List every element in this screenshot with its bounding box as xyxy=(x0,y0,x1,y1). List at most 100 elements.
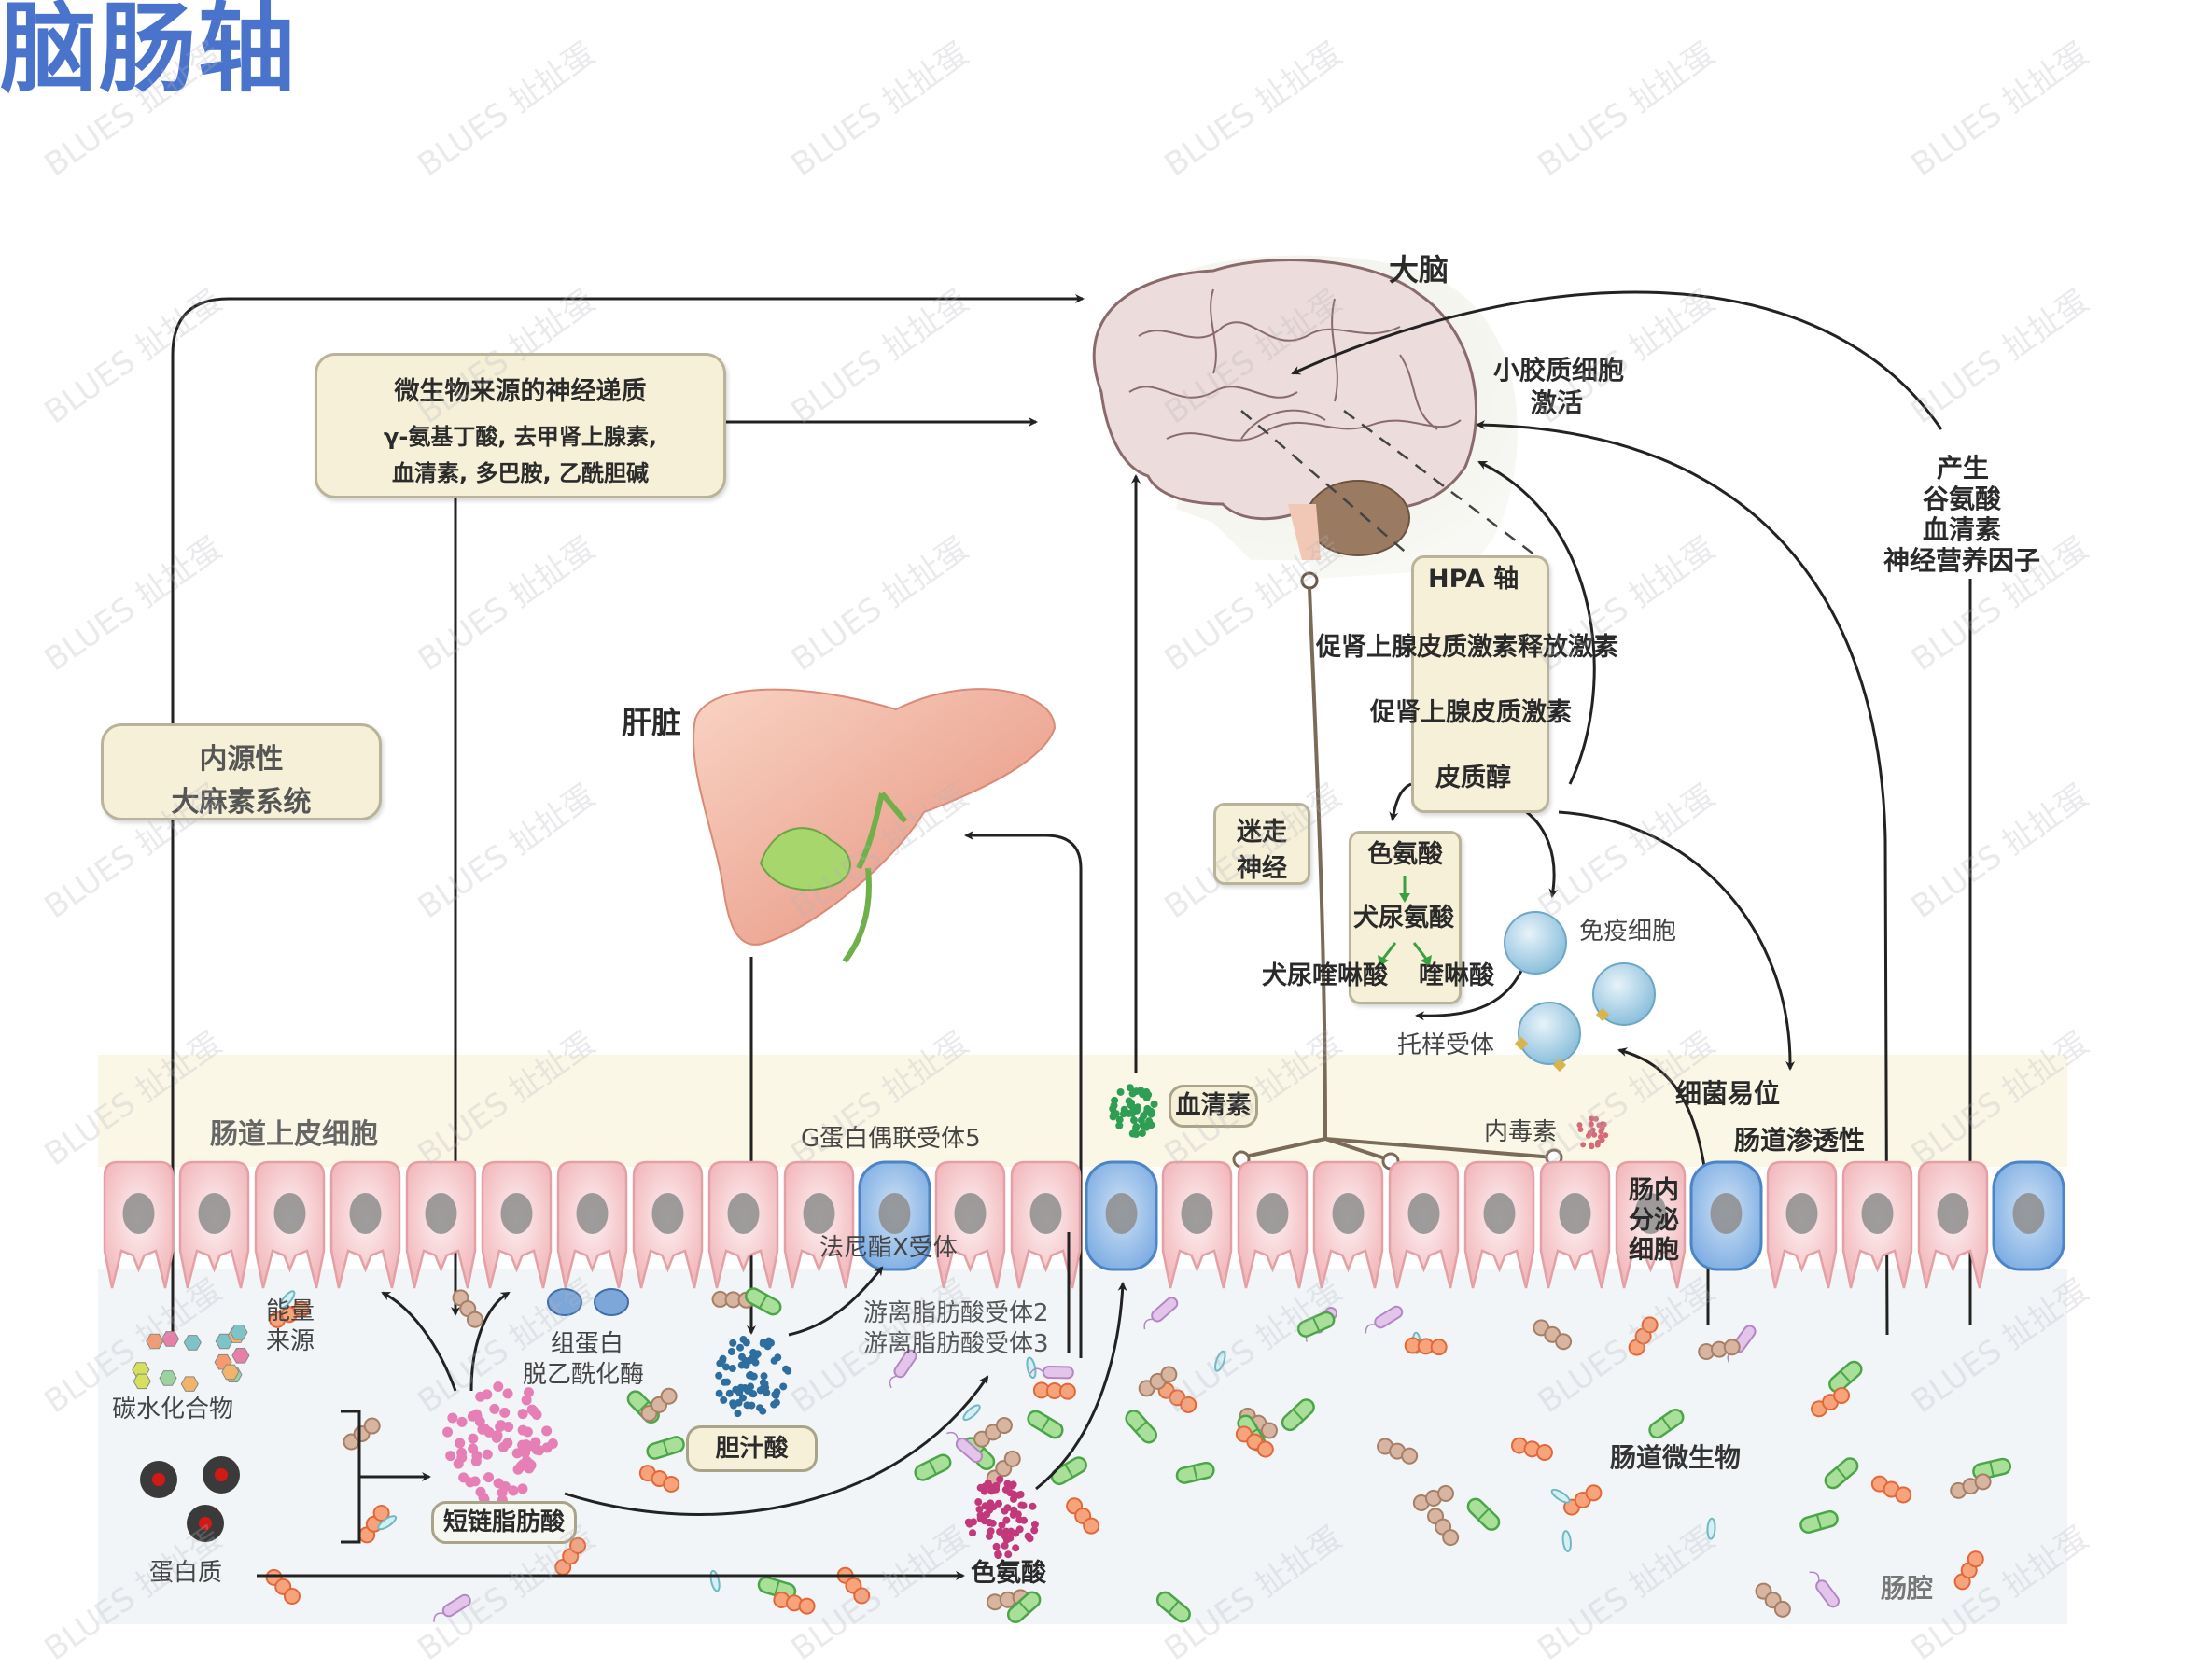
arrow-produce-to-brain xyxy=(1291,290,1943,430)
bacterium xyxy=(1412,1484,1454,1511)
lumen-label: 肠腔 xyxy=(1881,1573,1934,1604)
cell-nucleus xyxy=(1634,1193,1667,1234)
tryptophan-dot xyxy=(1029,1502,1037,1510)
scfa-dot xyxy=(468,1433,479,1444)
neurotransmitter-items-2: 血清素, 多巴胺, 乙酰胆碱 xyxy=(392,460,649,486)
bile-acid-dot xyxy=(728,1364,736,1372)
mucosa-background xyxy=(98,1055,2067,1167)
epithelial-cell xyxy=(632,1160,704,1289)
neurotransmitter-box: 微生物来源的神经递质 γ-氨基丁酸, 去甲肾上腺素, 血清素, 多巴胺, 乙酰胆… xyxy=(315,353,726,498)
bile-acid-dot xyxy=(760,1372,768,1381)
bacterium xyxy=(1561,1530,1572,1552)
hpa-dashed-line-1 xyxy=(1240,410,1410,556)
endotoxin-dot xyxy=(1603,1132,1609,1139)
bacterium xyxy=(1950,1473,1992,1499)
epithelial-cell xyxy=(1161,1160,1233,1289)
bacterium xyxy=(638,1465,680,1493)
bacterium xyxy=(1032,1381,1076,1400)
endocannabinoid-line1: 内源性 xyxy=(199,743,284,776)
bacterium xyxy=(1377,1438,1419,1465)
bile-acid-dot xyxy=(721,1363,730,1371)
serotonin-dot xyxy=(1110,1101,1118,1110)
bacterium xyxy=(1706,1517,1716,1540)
epithelial-cell xyxy=(1010,1160,1082,1289)
bacterium xyxy=(1510,1437,1553,1462)
tryptophan-dot xyxy=(994,1551,1002,1560)
tryptophan-dot xyxy=(1004,1550,1013,1559)
kynurenine-box xyxy=(1349,831,1462,1004)
serotonin-dot xyxy=(1132,1124,1141,1132)
scfa-dot xyxy=(470,1455,482,1466)
scfa-dot xyxy=(471,1409,483,1420)
vagus-nerve-box: 迷走 神经 xyxy=(1213,803,1310,885)
scfa-dot xyxy=(541,1425,553,1437)
bile-acid-dot xyxy=(721,1378,729,1386)
tryptophan-dot xyxy=(964,1518,973,1526)
endotoxin-dot xyxy=(1591,1131,1598,1138)
bile-acid-dot xyxy=(774,1353,782,1362)
bacterium xyxy=(962,1404,981,1422)
bacterium xyxy=(973,1417,1013,1448)
scfa-dot xyxy=(493,1381,504,1393)
lumen-background xyxy=(98,1269,2067,1624)
bacterium xyxy=(1563,1484,1603,1516)
tryptophan-dot xyxy=(1009,1490,1017,1498)
bacterium xyxy=(452,1289,483,1328)
tryptophan-dot xyxy=(1030,1526,1039,1535)
cell-nucleus xyxy=(1181,1193,1213,1234)
cell-nucleus xyxy=(727,1193,760,1234)
serotonin-dot xyxy=(1126,1084,1134,1092)
tryptophan-dot xyxy=(1001,1485,1010,1494)
bacterium xyxy=(1698,1339,1741,1361)
endotoxin-dot xyxy=(1576,1122,1583,1129)
endotoxin-dot xyxy=(1599,1121,1605,1128)
bacterium xyxy=(1066,1497,1100,1535)
bacterium xyxy=(1628,1316,1659,1356)
tryptophan-dot xyxy=(1017,1501,1026,1509)
carbohydrate-label: 碳水化合物 xyxy=(112,1396,234,1424)
epithelium-label: 肠道上皮细胞 xyxy=(210,1118,378,1151)
cell-nucleus xyxy=(1785,1193,1818,1234)
scfa-dot xyxy=(523,1387,534,1398)
arrow-immune-to-kynurenine xyxy=(1415,970,1523,1021)
tryptophan-top-label: 色氨酸 xyxy=(1367,840,1443,869)
bacterium xyxy=(1296,1311,1336,1338)
cell-nucleus xyxy=(1710,1193,1743,1234)
carbohydrate-hexagon xyxy=(161,1331,180,1347)
enteroendocrine-cell xyxy=(1085,1160,1158,1271)
bacterium xyxy=(1648,1409,1685,1439)
arrow-scfa-to-energy xyxy=(381,1291,457,1392)
tlr-label: 托样受体 xyxy=(1397,1031,1495,1059)
scfa-dot xyxy=(517,1439,528,1451)
tryptophan-dot xyxy=(1001,1507,1009,1515)
carbohydrate-molecules xyxy=(132,1325,250,1392)
tryptophan-dot xyxy=(1001,1541,1009,1550)
hdac-label-2: 脱乙酰化酶 xyxy=(523,1361,645,1389)
serotonin-dot xyxy=(1138,1129,1146,1137)
serotonin-dot xyxy=(1130,1116,1139,1125)
bacterium xyxy=(946,1431,984,1464)
carbohydrate-hexagon xyxy=(215,1333,233,1350)
tryptophan-dot xyxy=(1010,1506,1018,1514)
scfa-dot xyxy=(515,1462,526,1473)
liver-illustration xyxy=(692,688,1057,963)
bacterium xyxy=(1404,1337,1448,1356)
epithelial-cell xyxy=(1388,1160,1460,1289)
protein-molecules xyxy=(140,1456,240,1542)
bile-acid-dot xyxy=(720,1396,728,1404)
bacterium xyxy=(1810,1386,1851,1418)
tryptophan-dot xyxy=(996,1527,1004,1536)
epithelial-cell xyxy=(1539,1160,1611,1289)
carbohydrate-hexagon xyxy=(231,1348,250,1364)
epithelial-cell xyxy=(783,1160,855,1289)
gut-microbiota xyxy=(265,1287,2012,1623)
epithelial-cell xyxy=(405,1160,477,1289)
scfa-dot xyxy=(493,1478,504,1489)
endotoxin-dot xyxy=(1594,1140,1601,1146)
energy-label-2: 来源 xyxy=(266,1327,315,1355)
bile-acid-dot xyxy=(736,1343,745,1352)
scfa-dot xyxy=(547,1438,558,1449)
bacterium xyxy=(1155,1591,1191,1623)
epithelial-cell xyxy=(1615,1160,1687,1289)
epithelium-layer xyxy=(103,1160,2065,1289)
